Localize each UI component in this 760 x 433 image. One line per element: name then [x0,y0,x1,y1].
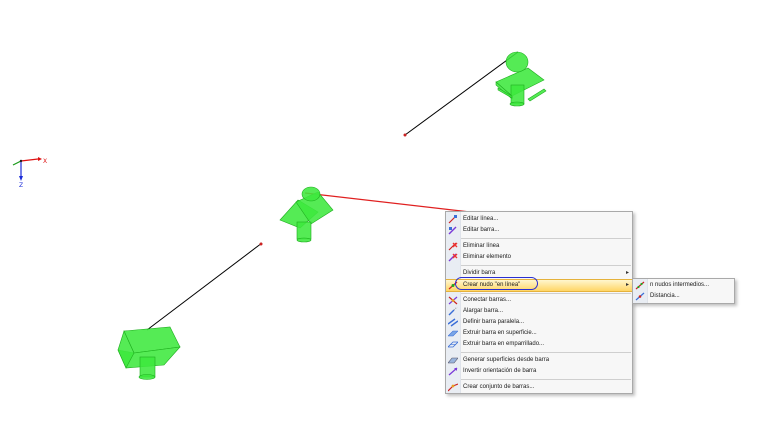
connect-members-icon [448,296,458,305]
edit-line-icon [448,215,457,224]
menu-item-extrude-to-surface[interactable]: Extruir barra en superficie... [446,328,632,339]
menu-item-label: Crear nudo "en línea" [463,282,521,288]
menu-item-connect-members[interactable]: Conectar barras... [446,295,632,306]
support-top-right[interactable] [495,51,547,107]
highlight-oval [455,277,538,290]
menu-item-label: Extruir barra en superficie... [463,330,537,336]
support-bottom-left[interactable] [117,326,181,380]
menu-item-generate-surfaces[interactable]: Generar superficies desde barra [446,355,632,366]
delete-element-icon [448,253,458,262]
submenu-icon-gutter [633,279,648,303]
member-line-selected[interactable] [304,192,471,213]
submenu-arrow-icon: ▸ [625,282,629,288]
node-marker-left[interactable] [259,242,263,246]
menu-item-edit-line[interactable]: Editar línea... [446,214,632,225]
menu-item-divide-member[interactable]: Dividir barra ▸ [446,268,632,279]
menu-item-label: Alargar barra... [463,308,504,314]
menu-item-label: Distancia... [650,293,680,299]
menu-item-parallel-member[interactable]: Definir barra paralela... [446,317,632,328]
extrude-surface-icon [448,330,458,337]
member-line-left[interactable] [146,242,263,331]
menu-item-extend-member[interactable]: Alargar barra... [446,306,632,317]
x-axis-label: X [43,158,47,165]
menu-item-invert-orientation[interactable]: Invertir orientación de barra [446,366,632,377]
distance-icon [635,292,645,301]
menu-item-label: Editar barra... [463,227,500,233]
menu-item-edit-member[interactable]: Editar barra... [446,225,632,236]
submenu-item-distance[interactable]: Distancia... [633,291,734,302]
menu-item-label: Invertir orientación de barra [463,368,537,374]
menu-item-create-member-set[interactable]: Crear conjunto de barras... [446,382,632,393]
submenu-create-node: n nudos intermedios... Distancia... [632,278,735,304]
generate-surfaces-icon [448,357,458,364]
menu-item-label: Crear conjunto de barras... [463,384,535,390]
menu-item-label: Dividir barra [463,270,496,276]
menu-separator [461,238,631,239]
axis-triad: X Z [12,157,47,189]
menu-item-label: Editar línea... [463,216,499,222]
menu-item-delete-element[interactable]: Eliminar elemento [446,252,632,263]
member-set-icon [448,383,458,392]
intermediate-nodes-icon [635,281,645,290]
edit-member-icon [448,226,457,235]
z-axis-label: Z [19,182,23,189]
menu-item-label: n nudos intermedios... [650,282,710,288]
menu-separator [461,352,631,353]
menu-item-extrude-to-grid[interactable]: Extruir barra en emparrillado... [446,339,632,350]
invert-orientation-icon [448,367,458,376]
menu-item-label: Conectar barras... [463,297,512,303]
extend-member-icon [448,307,458,316]
menu-item-label: Extruir barra en emparrillado... [463,341,545,347]
member-line-top[interactable] [404,51,519,136]
node-marker-top[interactable] [403,133,407,137]
menu-icon-gutter [446,212,461,393]
menu-item-delete-line[interactable]: Eliminar línea [446,241,632,252]
menu-item-label: Definir barra paralela... [463,319,525,325]
delete-line-icon [448,242,458,251]
support-middle[interactable] [279,186,334,243]
menu-item-label: Eliminar elemento [463,254,512,260]
menu-item-label: Generar superficies desde barra [463,357,550,363]
menu-item-create-node-on-line[interactable]: Crear nudo "en línea" ▸ [446,279,632,292]
menu-item-label: Eliminar línea [463,243,500,249]
submenu-item-intermediate-nodes[interactable]: n nudos intermedios... [633,280,734,291]
parallel-member-icon [448,318,458,327]
context-menu: Editar línea... Editar barra... Eliminar… [445,211,633,394]
extrude-grid-icon [448,341,458,348]
menu-separator [461,293,631,294]
submenu-arrow-icon: ▸ [625,270,629,276]
menu-separator [461,379,631,380]
menu-separator [461,265,631,266]
